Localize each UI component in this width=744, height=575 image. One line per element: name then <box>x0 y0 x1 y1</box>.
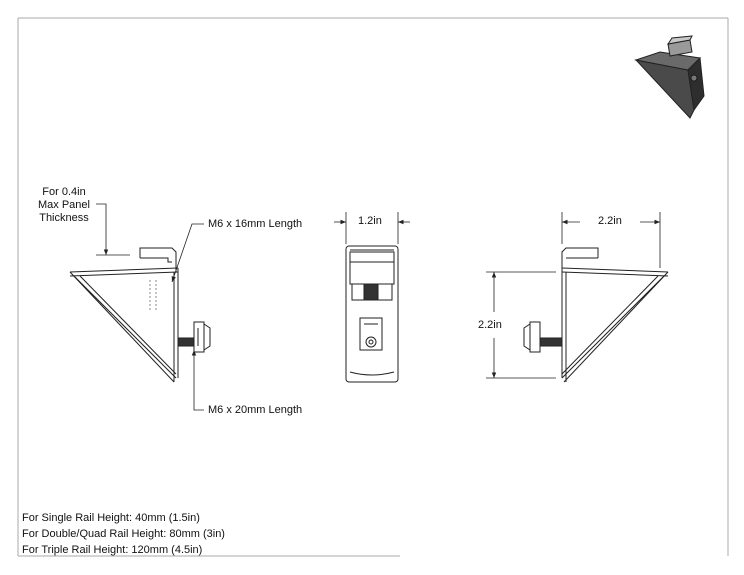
rail-height-notes: For Single Rail Height: 40mm (1.5in) For… <box>22 510 225 558</box>
front-view <box>345 245 399 383</box>
note-line: For Double/Quad Rail Height: 80mm (3in) <box>22 528 225 540</box>
note-line: For Triple Rail Height: 120mm (4.5in) <box>22 544 203 556</box>
right-view-dimensions <box>486 212 661 379</box>
bottom-screw-callout: M6 x 20mm Length <box>208 404 303 416</box>
isometric-thumbnail <box>634 35 705 119</box>
panel-thickness-callout: For 0.4in Max Panel Thickness <box>38 186 90 225</box>
left-view-leaders <box>96 203 204 411</box>
sheet-border <box>17 17 729 557</box>
side-height-label: 2.2in <box>478 319 502 331</box>
callout-line: Thickness <box>39 212 89 224</box>
left-side-view <box>69 247 211 383</box>
front-width-label: 1.2in <box>358 215 382 227</box>
side-width-label: 2.2in <box>598 215 622 227</box>
top-screw-callout: M6 x 16mm Length <box>208 218 303 230</box>
callout-line: For 0.4in <box>42 186 86 198</box>
callout-line: Max Panel <box>38 199 90 211</box>
note-line: For Single Rail Height: 40mm (1.5in) <box>22 512 200 524</box>
right-side-view <box>523 247 669 383</box>
front-width-dimension <box>334 212 410 244</box>
